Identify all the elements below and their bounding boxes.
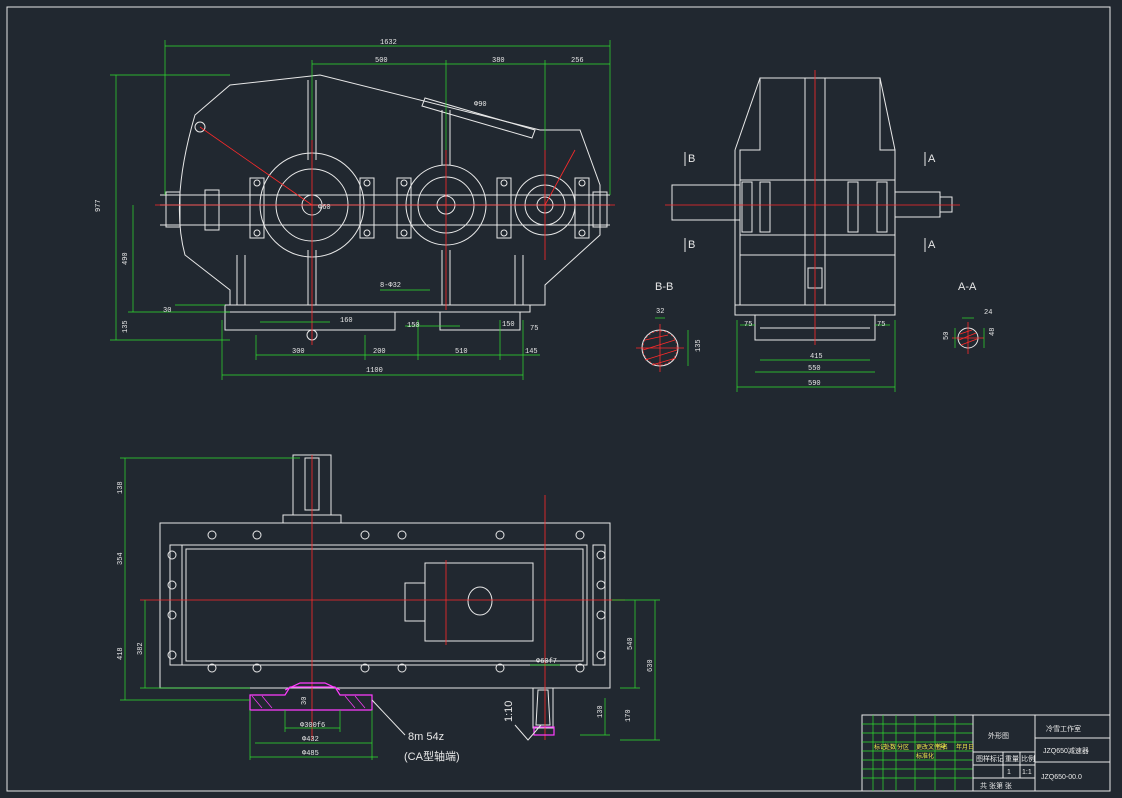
shaft-dia-2: Φ90	[474, 101, 487, 109]
section-mark-a-bottom: A	[928, 239, 936, 251]
tb-stage-label: 图样标记	[976, 754, 1004, 763]
tb-scale-label: 比例	[1021, 754, 1035, 763]
side-dim-w1: 75	[744, 321, 752, 329]
section-bb	[636, 317, 689, 372]
plan-dia2: Φ432	[302, 736, 319, 744]
dim-height-mid: 490	[122, 252, 130, 265]
tb-quantity: 1	[1007, 769, 1011, 776]
tb-rev-header-5: 年月日	[956, 743, 974, 751]
dim-bottom-total: 1100	[366, 367, 383, 375]
dim-height-total: 977	[95, 199, 103, 212]
tb-rev-header-2: 分区	[897, 743, 909, 751]
dim-base-c: 150	[407, 322, 420, 330]
section-bb-title: B-B	[655, 281, 673, 293]
drawing-border	[6, 6, 1111, 792]
tb-weight-label: 重量	[1005, 755, 1019, 763]
section-aa-dia: 50	[943, 332, 951, 340]
section-mark-a-top: A	[928, 153, 936, 165]
plan-small-dia: Φ60f7	[536, 658, 557, 666]
tb-drawing-no: JZQ650-00.0	[1041, 774, 1082, 781]
side-view	[665, 70, 960, 392]
gear-note-1: 8m 54z	[408, 731, 444, 743]
tb-scale: 1:1	[1022, 769, 1032, 776]
section-aa	[952, 317, 985, 354]
dim-bottom-b: 200	[373, 348, 386, 356]
dim-base-a: 30	[163, 307, 171, 315]
dim-seg1: 500	[375, 57, 388, 65]
section-bb-depth: 135	[695, 339, 703, 352]
section-aa-title: A-A	[958, 281, 977, 293]
dim-bottom-a: 300	[292, 348, 305, 356]
dim-base-e: 75	[530, 325, 538, 333]
tb-sign-row: 标准化	[916, 752, 934, 760]
dim-base-b: 160	[340, 317, 353, 325]
tb-product: JZQ650减速器	[1043, 746, 1089, 755]
plan-dim-right1: 540	[627, 637, 635, 650]
plan-dim-left3: 382	[137, 642, 145, 655]
section-mark-b-top: B	[688, 153, 695, 165]
plan-dim-left2: 418	[117, 647, 125, 660]
tb-rev-header-1: 处数	[884, 743, 896, 751]
taper-label: 1:10	[503, 701, 515, 722]
tb-rev-header-3: 更改文件号	[916, 743, 946, 751]
plan-dim-r3: 130	[597, 705, 605, 718]
plan-dia1: Φ300f6	[300, 722, 325, 730]
shaft-dia-1: Φ60	[318, 204, 331, 212]
title-block	[861, 714, 1111, 792]
dim-overall-length: 1632	[380, 39, 397, 47]
plan-dim-top: 138	[117, 481, 125, 494]
dim-seg3: 256	[571, 57, 584, 65]
plan-dim-r4: 170	[625, 709, 633, 722]
section-mark-b-bottom: B	[688, 239, 695, 251]
plan-dim-right2: 630	[647, 659, 655, 672]
tb-rev-header-4: 签名	[936, 743, 948, 751]
tb-studio: 冷雪工作室	[1046, 724, 1081, 733]
side-dim-w5: 75	[877, 321, 885, 329]
dim-bottom-d: 145	[525, 348, 538, 356]
plan-view	[120, 454, 660, 760]
front-view	[110, 40, 615, 380]
dim-height-base: 135	[122, 320, 130, 333]
dim-base-d: 150	[502, 321, 515, 329]
plan-h30: 30	[301, 697, 309, 705]
dim-seg2: 380	[492, 57, 505, 65]
tb-rev-header-0: 标记	[874, 743, 886, 751]
plan-dia3: Φ485	[302, 750, 319, 758]
side-dim-w2: 415	[810, 353, 823, 361]
plan-dim-left1: 354	[117, 552, 125, 565]
tb-drawing-name: 外形图	[988, 731, 1009, 740]
section-aa-h: 48	[989, 328, 997, 336]
section-aa-key: 24	[984, 309, 992, 317]
hole-note: 8-Φ32	[380, 282, 401, 290]
tb-sheet-label: 共 张第 张	[980, 781, 1012, 790]
gear-note-2: (CA型轴端)	[404, 749, 460, 763]
side-dim-w4: 590	[808, 380, 821, 388]
side-dim-w3: 550	[808, 365, 821, 373]
section-bb-key: 32	[656, 308, 664, 316]
dim-bottom-c: 510	[455, 348, 468, 356]
